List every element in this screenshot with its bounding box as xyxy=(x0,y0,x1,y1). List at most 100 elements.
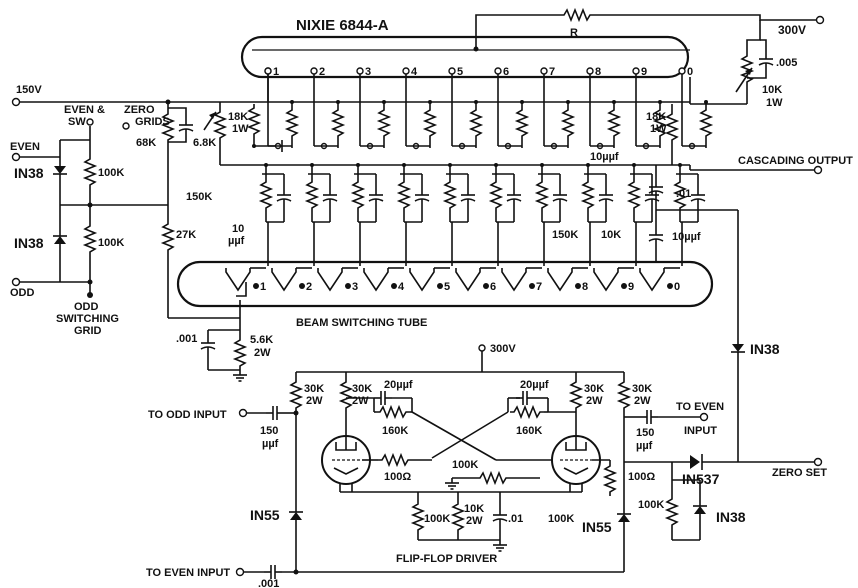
r30k-3-label: 30K xyxy=(584,383,604,395)
c20-left-label: 20µµf xyxy=(384,379,413,391)
cap10uuf-right-label: 10µµf xyxy=(590,151,619,163)
nixie-pin-4 xyxy=(402,67,410,75)
to-even-input-bottom-label: TO EVEN INPUT xyxy=(146,567,230,579)
r56k-unit: 2W xyxy=(254,347,271,359)
bst-digit-label: 2 xyxy=(306,281,312,293)
cascading-output-label: CASCADING OUTPUT xyxy=(738,155,853,167)
bst-digit-label: 0 xyxy=(674,281,680,293)
nixie-pin-9 xyxy=(632,67,640,75)
r100k-b-label: 100K xyxy=(98,237,124,249)
switching-stages: 1 2 3 4 5 6 7 8 9 0 xyxy=(260,66,712,266)
pot-10k-unit: 1W xyxy=(766,97,783,109)
zero-grids-label-1: ZERO xyxy=(124,104,155,116)
r18k-right-unit: 1W xyxy=(650,123,667,135)
r160k-left-label: 160K xyxy=(382,425,408,437)
r27k-label: 27K xyxy=(176,229,196,241)
nixie-digit-label: 7 xyxy=(549,66,555,78)
bst-digit-label: 3 xyxy=(352,281,358,293)
r160k-right-label: 160K xyxy=(516,425,542,437)
terminal-300v xyxy=(815,15,825,25)
r100k-a-label: 100K xyxy=(98,167,124,179)
nixie-digit-label: 4 xyxy=(411,66,418,78)
to-even-input-r2: INPUT xyxy=(684,425,717,437)
bst-digit-label: 5 xyxy=(444,281,450,293)
r18k-right-label: 18K xyxy=(646,111,666,123)
even-sw-label-1: EVEN & xyxy=(64,104,105,116)
nixie-pin-7 xyxy=(540,67,548,75)
r150k-right-label: 150K xyxy=(552,229,578,241)
even-sw-terminal xyxy=(86,118,94,126)
cap-001-label: .001 xyxy=(176,333,197,345)
cap10uuf-bottom-label: 10µµf xyxy=(672,231,701,243)
nixie-pin-6 xyxy=(494,67,502,75)
r30k-1-unit: 2W xyxy=(306,395,323,407)
v300-ff-label: 300V xyxy=(490,343,516,355)
r10k-right-label: 10K xyxy=(601,229,621,241)
cap-01-right-label: .01 xyxy=(676,188,691,200)
nixie-digit-label: 6 xyxy=(503,66,509,78)
nixie-pin-3 xyxy=(356,67,364,75)
nixie-tube xyxy=(240,35,690,79)
nixie-digit-label: 5 xyxy=(457,66,463,78)
bst-digit-label: 4 xyxy=(398,281,405,293)
nixie-digit-label: 0 xyxy=(687,66,693,78)
c150-right-unit: µµf xyxy=(636,440,653,452)
r68k-b-label: 6.8K xyxy=(193,137,216,149)
nixie-pin-0 xyxy=(678,67,686,75)
c150-left-unit: µµf xyxy=(262,438,279,450)
r10k-2w-unit: 2W xyxy=(466,515,483,527)
bst-digit-label: 8 xyxy=(582,281,588,293)
odd-sw-label-3: GRID xyxy=(74,325,102,337)
in537-label: IN537 xyxy=(682,471,720,487)
r30k-4-label: 30K xyxy=(632,383,652,395)
r30k-1-label: 30K xyxy=(304,383,324,395)
nixie-digit-label: 3 xyxy=(365,66,371,78)
pot-10k-label: 10K xyxy=(762,84,782,96)
cap10-left-line1: 10 xyxy=(232,223,244,235)
r10k-2w-label: 10K xyxy=(464,503,484,515)
r68k-label: 68K xyxy=(136,137,156,149)
c150-left-label: 150 xyxy=(260,425,278,437)
triode-right xyxy=(551,435,601,492)
r100ohm-right-label: 100Ω xyxy=(628,471,655,483)
r30k-4-unit: 2W xyxy=(634,395,651,407)
nixie-title: NIXIE 6844-A xyxy=(296,17,389,34)
nixie-digit-label: 2 xyxy=(319,66,325,78)
c01-ff-label: .01 xyxy=(508,513,523,525)
nixie-digit-label: 9 xyxy=(641,66,647,78)
bst-digit-label: 1 xyxy=(260,281,266,293)
nixie-pin-1 xyxy=(264,67,272,75)
cap-001-bottom-label: .001 xyxy=(258,578,279,588)
in55-left-label: IN55 xyxy=(250,507,280,523)
even-label: EVEN xyxy=(10,141,40,153)
zero-set-label: ZERO SET xyxy=(772,467,827,479)
r100k-center-label: 100K xyxy=(452,459,478,471)
stage-1 xyxy=(248,74,283,152)
r18k-left-unit: 1W xyxy=(232,123,249,135)
cap10-left-line2: µµf xyxy=(228,235,245,247)
v300-top-label: 300V xyxy=(778,23,806,37)
in38-br-label: IN38 xyxy=(716,509,746,525)
nixie-pin-8 xyxy=(586,67,594,75)
r100k-ff2-label: 100K xyxy=(548,513,574,525)
r30k-2-label: 30K xyxy=(352,383,372,395)
r18k-left-label: 18K xyxy=(228,111,248,123)
flip-flop-label: FLIP-FLOP DRIVER xyxy=(396,553,497,565)
c20-right-label: 20µµf xyxy=(520,379,549,391)
in38-top-label: IN38 xyxy=(14,165,44,181)
r150k-left-label: 150K xyxy=(186,191,212,203)
nixie-digit-label: 1 xyxy=(273,66,279,78)
r30k-2-unit: 2W xyxy=(352,395,369,407)
odd-sw-label-1: ODD xyxy=(74,301,99,313)
in38-mid-label: IN38 xyxy=(14,235,44,251)
v150-label: 150V xyxy=(16,84,42,96)
bst-label: BEAM SWITCHING TUBE xyxy=(296,317,427,329)
in38-right-label: IN38 xyxy=(750,341,780,357)
beam-switching-tube xyxy=(176,260,714,308)
even-sw-label-2: SW xyxy=(68,116,86,128)
in55-right-label: IN55 xyxy=(582,519,612,535)
nixie-digit-label: 8 xyxy=(595,66,601,78)
bst-digit-label: 9 xyxy=(628,281,634,293)
zero-grids-terminal xyxy=(122,122,130,130)
